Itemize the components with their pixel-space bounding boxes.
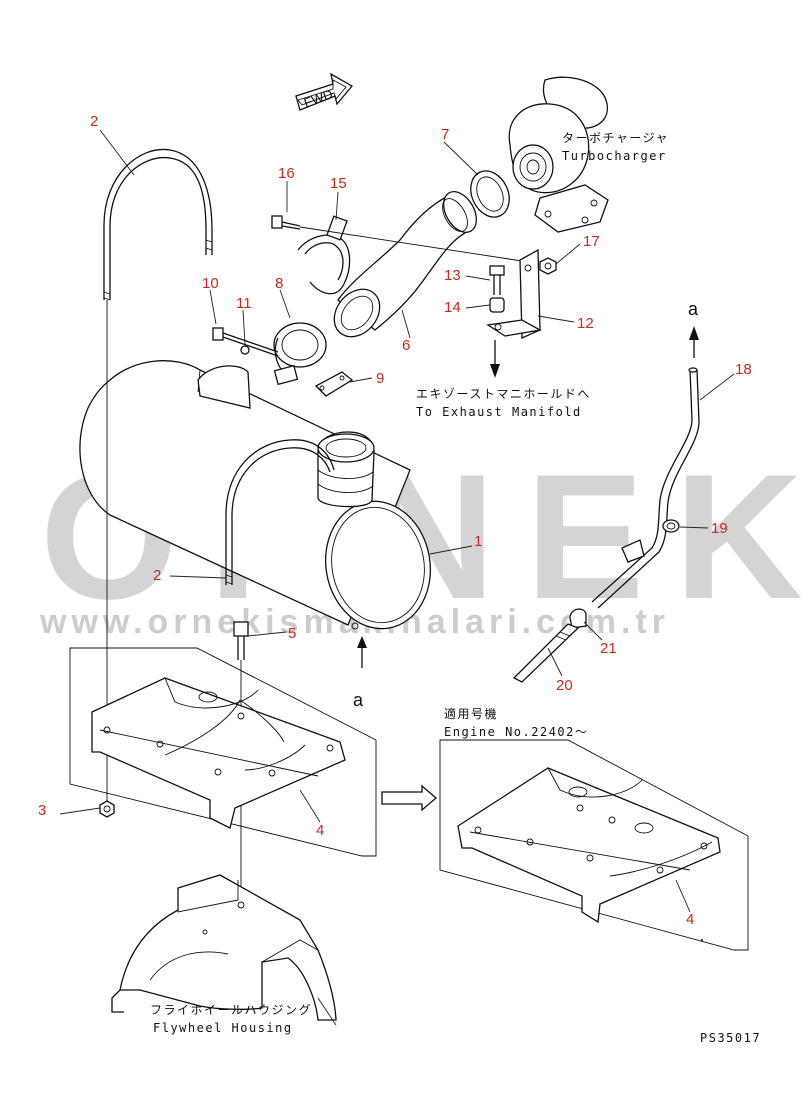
part-number-9: 9: [376, 370, 384, 387]
reference-letter-a-bottom: a: [353, 690, 364, 710]
part-number-3: 3: [38, 802, 46, 819]
part-number-2-upper: 2: [90, 113, 98, 130]
fwd-label: FWD: [302, 86, 335, 110]
turbocharger: [508, 76, 609, 233]
exhaust-manifold-arrow: [490, 340, 500, 378]
exhaust-manifold-label-en: To Exhaust Manifold: [416, 405, 582, 419]
turbocharger-label-en: Turbocharger: [562, 149, 667, 163]
drawing-code: PS35017: [700, 1031, 761, 1045]
variant-arrow: [381, 784, 437, 812]
part-number-18: 18: [735, 361, 752, 378]
plate-part-9: [314, 371, 354, 397]
part-number-13: 13: [444, 267, 461, 284]
detail-frame-left: [69, 647, 377, 857]
part-number-19: 19: [711, 520, 728, 537]
part-number-20: 20: [556, 677, 573, 694]
part-number-21: 21: [600, 640, 617, 657]
part-number-14: 14: [444, 299, 461, 316]
flywheel-housing-label-jp: フライホイールハウジング: [150, 1003, 312, 1017]
part-number-8: 8: [275, 275, 283, 292]
mounting-bracket-part-4-left: [91, 677, 346, 829]
part-number-15: 15: [330, 175, 347, 192]
part-number-10: 10: [202, 275, 219, 292]
bolt-part-10: [212, 327, 279, 357]
part-number-5: 5: [288, 625, 296, 642]
turbocharger-label-jp: ターボチャージャ: [562, 131, 669, 145]
exhaust-manifold-label-jp: エキゾーストマニホールドへ: [416, 387, 591, 401]
bolt-part-5: [233, 621, 249, 660]
clamp-part-15: [297, 215, 351, 295]
flywheel-housing-label-en: Flywheel Housing: [153, 1021, 293, 1035]
reference-letter-a-top: a: [688, 299, 699, 319]
bracket-part-12: [486, 248, 542, 339]
u-bolt-part-2-lower: [225, 439, 335, 585]
engine-number-label: Engine No.22402～: [444, 725, 588, 739]
mounting-bracket-part-4-right: [457, 767, 721, 924]
grommet-part-19: [662, 519, 680, 533]
bolt-part-16: [271, 215, 301, 230]
part-number-16: 16: [278, 165, 295, 182]
part-number-7: 7: [441, 126, 449, 143]
part-number-11: 11: [236, 295, 252, 312]
nut-part-3: [99, 800, 115, 818]
part-number-4-left: 4: [316, 822, 324, 839]
muffler-part-1: [79, 360, 432, 630]
part-number-12: 12: [577, 315, 594, 332]
reference-arrow-a-bottom: [357, 636, 367, 668]
assembly-guide-line: [299, 226, 536, 264]
dipstick-part-20: [512, 623, 580, 683]
spacer-part-14: [489, 297, 505, 313]
clamp-part-8: [273, 322, 327, 386]
bolt-part-13: [489, 265, 505, 295]
flywheel-housing: [111, 874, 337, 1021]
part-number-labels: 2 7 16 15 17 13 14 12 8 10 11 6 9 1 2 5 …: [38, 113, 752, 928]
washer-part-11: [240, 345, 250, 355]
reference-arrow-a-top: [689, 326, 699, 358]
pipe-part-18: [591, 367, 700, 609]
elbow-pipe-part-6: [333, 191, 478, 338]
gasket-part-7: [470, 170, 510, 218]
applicable-label-jp: 適用号機: [444, 706, 498, 721]
part-number-4-right: 4: [686, 911, 694, 928]
part-number-6: 6: [402, 337, 410, 354]
part-number-17: 17: [583, 233, 600, 250]
fwd-arrow: FWD: [295, 72, 353, 111]
detail-frame-right: [439, 739, 749, 951]
nut-part-17: [539, 257, 557, 275]
part-number-1: 1: [474, 533, 482, 550]
u-bolt-part-2-upper: [103, 148, 213, 301]
leader-lines: [59, 129, 735, 1026]
part-number-2-lower: 2: [153, 567, 161, 584]
